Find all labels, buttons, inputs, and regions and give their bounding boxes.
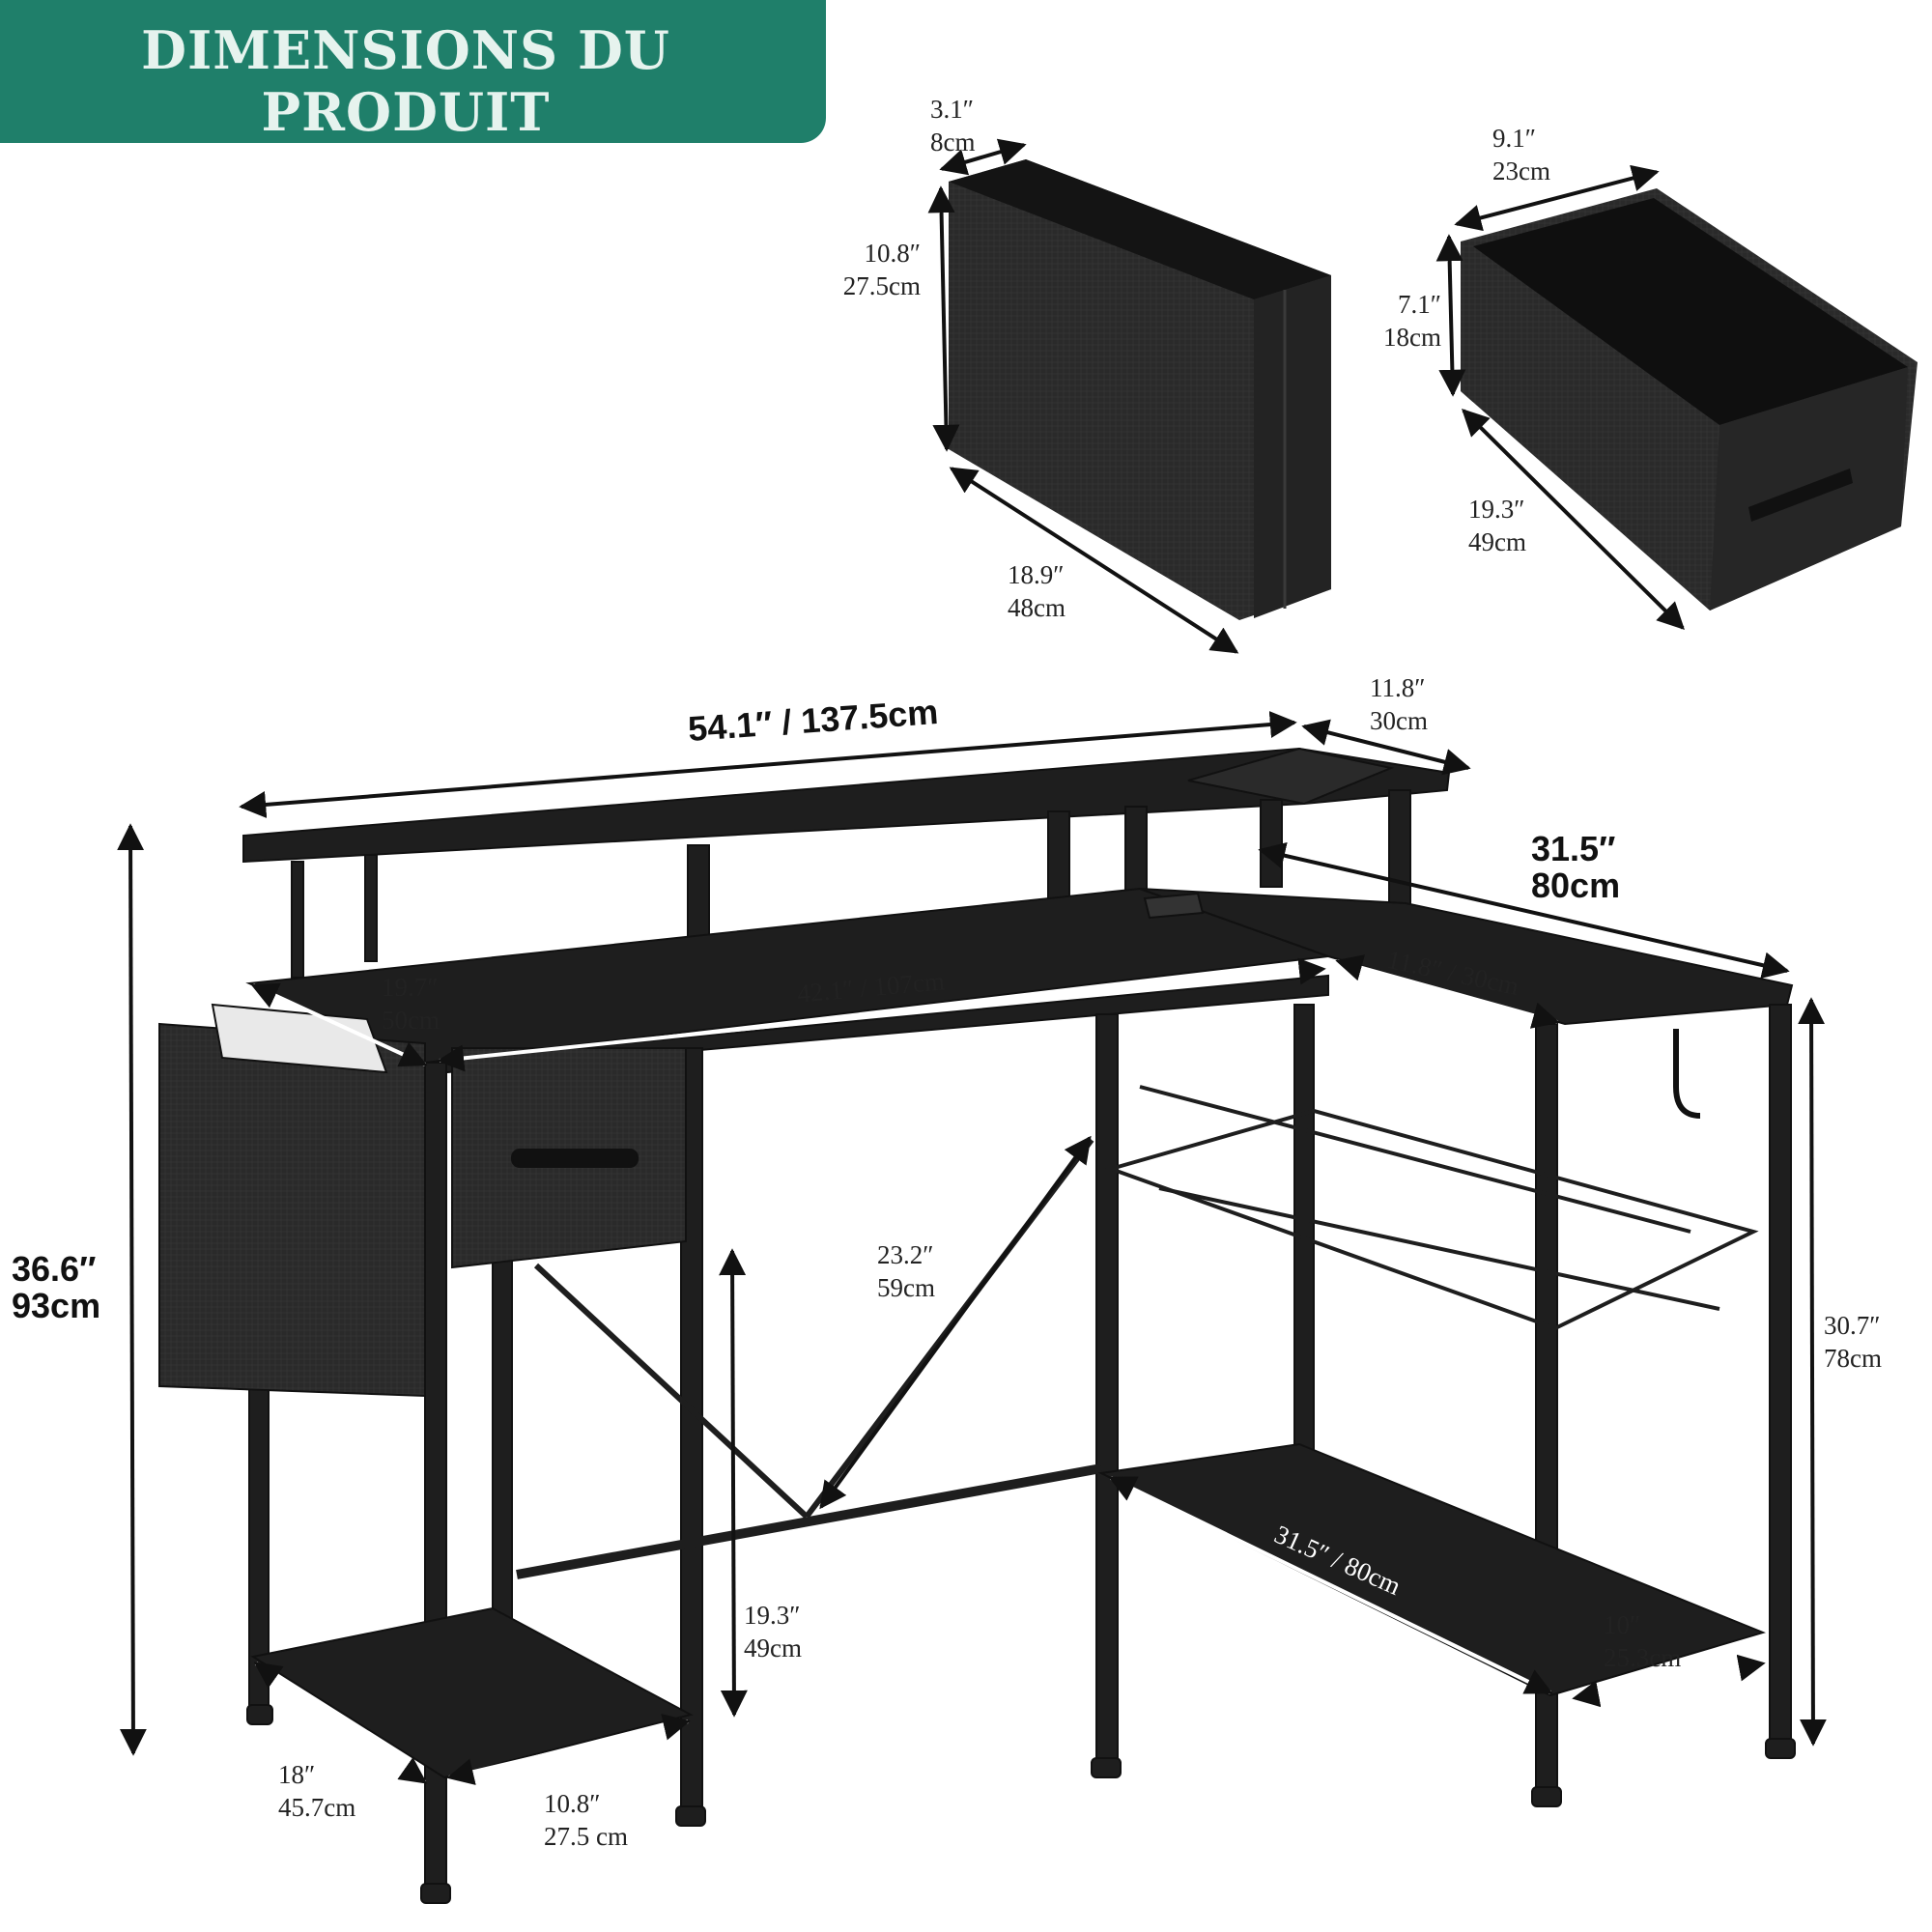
bottom-shelf-depth-in: 10″ [1604,1610,1641,1639]
storage-bin [1461,188,1918,611]
organizer-length-cm: 48cm [1008,593,1065,622]
total-height-label: 36.6″ 93cm [12,1251,100,1324]
shelf-height-cm: 49cm [744,1634,802,1662]
knee-height-in: 23.2″ [877,1240,934,1269]
side-height-cm: 78cm [1824,1344,1882,1373]
monitor-depth-label: 11.8″ 30cm [1370,671,1428,737]
bin-length-label: 19.3″ 49cm [1468,493,1526,558]
bin-width-in: 9.1″ [1492,124,1536,153]
bin-dimension-lines [1435,164,1685,630]
knee-height-label: 23.2″ 59cm [877,1238,935,1304]
banner-title-line1: DIMENSIONS DU [141,19,670,81]
bin-height-label: 7.1″ 18cm [1364,288,1441,354]
desk-depth-in: 19.7″ [382,973,439,1002]
organizer-height-cm: 27.5cm [842,271,921,300]
organizer-depth-cm: 8cm [930,128,976,156]
banner-title-line2: PRODUIT [261,81,551,143]
shelf-height-in: 19.3″ [744,1601,801,1630]
total-height-in: 36.6″ [12,1249,97,1289]
bottom-shelf-depth-cm: 25.3cm [1604,1643,1682,1672]
l-shaped-desk [158,747,1796,1904]
organizer-bin [949,159,1331,620]
monitor-depth-in: 11.8″ [1370,673,1426,702]
organizer-dimension-lines [927,138,1239,654]
total-height-cm: 93cm [12,1286,101,1325]
bin-length-in: 19.3″ [1468,495,1525,524]
bottom-shelf-depth-label: 10″ 25.3cm [1604,1608,1681,1674]
organizer-length-in: 18.9″ [1008,560,1065,589]
bin-length-cm: 49cm [1468,527,1526,556]
bin-height-in: 7.1″ [1398,290,1441,319]
side-length-cm: 80cm [1531,866,1621,905]
side-length-in: 31.5″ [1531,829,1616,868]
bin-height-cm: 18cm [1383,323,1441,352]
leg-width-label: 10.8″ 27.5 cm [544,1787,628,1853]
side-height-in: 30.7″ [1824,1311,1881,1340]
leg-width-in: 10.8″ [544,1789,601,1818]
desk-depth-cm: 50cm [382,1006,440,1035]
organizer-height-label: 10.8″ 27.5cm [819,237,921,302]
title-banner: DIMENSIONS DU PRODUIT [0,0,826,143]
side-length-label: 31.5″ 80cm [1531,831,1620,904]
shelf-height-label: 19.3″ 49cm [744,1599,802,1664]
organizer-height-in: 10.8″ [864,239,922,268]
leg-depth-cm: 45.7cm [278,1793,356,1822]
side-height-label: 30.7″ 78cm [1824,1309,1882,1375]
leg-depth-label: 18″ 45.7cm [278,1758,355,1824]
bin-width-cm: 23cm [1492,156,1550,185]
desk-dimension-lines [117,711,1827,1756]
leg-depth-in: 18″ [278,1760,316,1789]
organizer-length-label: 18.9″ 48cm [1008,558,1065,624]
leg-width-cm: 27.5 cm [544,1822,628,1851]
organizer-depth-label: 3.1″ 8cm [930,93,976,158]
knee-height-cm: 59cm [877,1273,935,1302]
organizer-depth-in: 3.1″ [930,95,974,124]
monitor-depth-cm: 30cm [1370,706,1428,735]
desk-white-dimension-lines [250,954,1766,1785]
bin-width-label: 9.1″ 23cm [1492,122,1550,187]
desk-depth-label: 19.7″ 50cm [382,971,440,1037]
